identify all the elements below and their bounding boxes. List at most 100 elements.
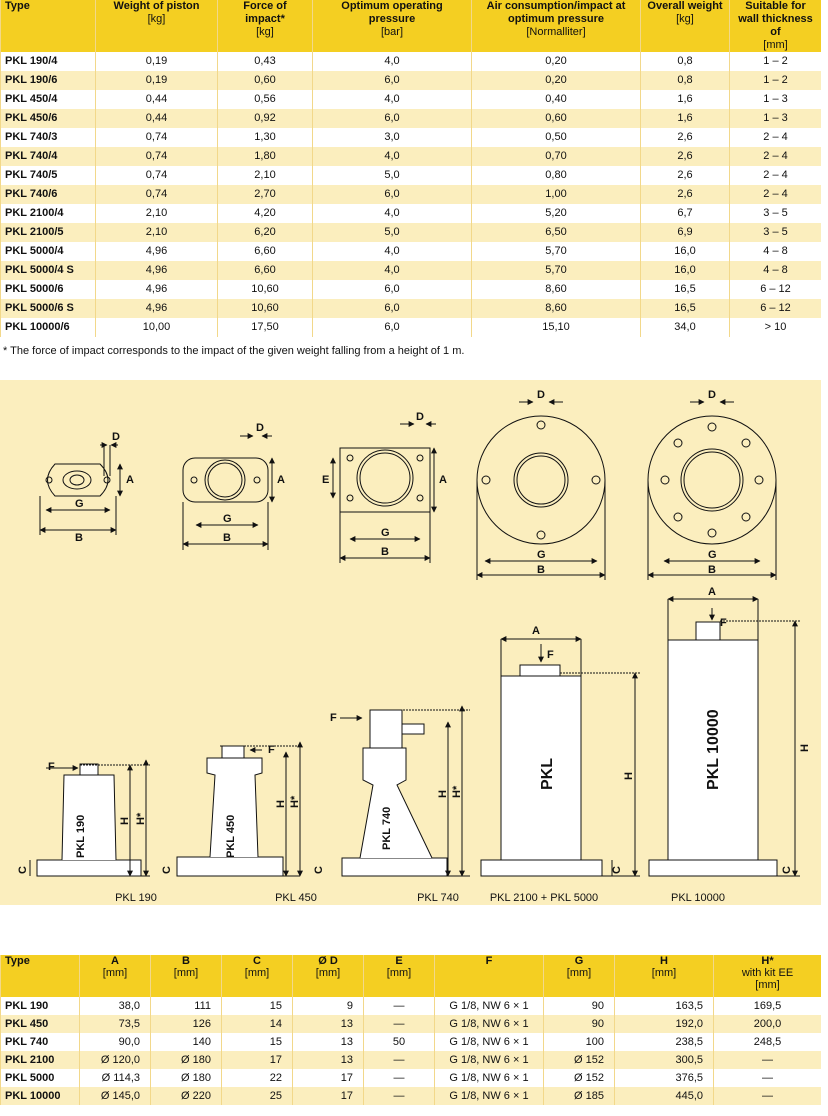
value-cell: 13 <box>292 1015 364 1033</box>
value-cell: 1 – 2 <box>729 71 821 90</box>
col-header-weight: Overall weight[kg] <box>640 0 730 52</box>
col-header-force: Force of impact*[kg] <box>217 0 313 52</box>
value-cell: 10,60 <box>217 299 313 318</box>
dim-G-10000: G <box>708 549 717 561</box>
dim-G-2100: G <box>537 549 546 561</box>
value-cell: 0,74 <box>95 128 218 147</box>
value-cell: 200,0 <box>713 1015 821 1033</box>
value-cell: 0,70 <box>471 147 641 166</box>
value-cell: 4,0 <box>312 90 472 109</box>
type-cell: PKL 740/6 <box>0 185 96 204</box>
value-cell: 1 – 3 <box>729 109 821 128</box>
col-header-B: B[mm] <box>150 955 222 997</box>
value-cell: 5,70 <box>471 242 641 261</box>
dim-H-2100: H <box>623 772 635 780</box>
value-cell: Ø 145,0 <box>79 1087 151 1105</box>
table-header-row: Type A[mm] B[mm] C[mm] Ø D[mm] E[mm] F G… <box>0 955 821 997</box>
value-cell: 6,20 <box>217 223 313 242</box>
caption-pkl740: PKL 740 <box>417 892 459 904</box>
body-text-190: PKL 190 <box>75 815 87 858</box>
caption-pkl450: PKL 450 <box>275 892 317 904</box>
value-cell: 10,60 <box>217 280 313 299</box>
col-header-A: A[mm] <box>79 955 151 997</box>
type-cell: PKL 190/4 <box>0 52 96 71</box>
value-cell: Ø 180 <box>150 1051 222 1069</box>
col-header-wall: Suitable for wall thickness of[mm] <box>729 0 821 52</box>
dim-B-2100: B <box>537 564 545 576</box>
body-text-2100: PKL <box>539 758 556 790</box>
dim-H-190: H <box>119 817 131 825</box>
body-text-450: PKL 450 <box>225 815 237 858</box>
dim-Hs-190: H* <box>135 812 147 825</box>
value-cell: 1,00 <box>471 185 641 204</box>
value-cell: G 1/8, NW 6 × 1 <box>434 1087 544 1105</box>
value-cell: G 1/8, NW 6 × 1 <box>434 1051 544 1069</box>
value-cell: 16,5 <box>640 299 730 318</box>
value-cell: 0,60 <box>217 71 313 90</box>
value-cell: 4,20 <box>217 204 313 223</box>
value-cell: 5,20 <box>471 204 641 223</box>
value-cell: 0,19 <box>95 52 218 71</box>
type-cell: PKL 740/3 <box>0 128 96 147</box>
value-cell: — <box>713 1069 821 1087</box>
type-cell: PKL 2100 <box>0 1051 80 1069</box>
pkl450-top-view <box>182 433 275 550</box>
value-cell: 8,60 <box>471 299 641 318</box>
type-cell: PKL 190/6 <box>0 71 96 90</box>
value-cell: 4,0 <box>312 204 472 223</box>
pkl10000-side-view <box>648 596 800 877</box>
value-cell: 8,60 <box>471 280 641 299</box>
type-cell: PKL 740 <box>0 1033 80 1051</box>
value-cell: 3 – 5 <box>729 223 821 242</box>
value-cell: 73,5 <box>79 1015 151 1033</box>
value-cell: 16,0 <box>640 242 730 261</box>
value-cell: 1 – 2 <box>729 52 821 71</box>
dim-G-740: G <box>381 527 390 539</box>
value-cell: 4,0 <box>312 52 472 71</box>
value-cell: 17 <box>292 1069 364 1087</box>
technical-data-table: Type Weight of piston[kg] Force of impac… <box>0 0 821 337</box>
type-cell: PKL 190 <box>0 997 80 1015</box>
value-cell: — <box>713 1051 821 1069</box>
value-cell: 3 – 5 <box>729 204 821 223</box>
value-cell: 0,40 <box>471 90 641 109</box>
value-cell: 445,0 <box>614 1087 714 1105</box>
dim-F-2100: F <box>547 649 554 661</box>
value-cell: 0,20 <box>471 52 641 71</box>
pkl10000-top-view <box>647 399 777 580</box>
value-cell: 17 <box>221 1051 293 1069</box>
col-header-E: E[mm] <box>363 955 435 997</box>
value-cell: 9 <box>292 997 364 1015</box>
value-cell: 2 – 4 <box>729 185 821 204</box>
dimensions-table: Type A[mm] B[mm] C[mm] Ø D[mm] E[mm] F G… <box>0 955 821 1105</box>
dim-Hs-450: H* <box>289 795 301 808</box>
value-cell: 15,10 <box>471 318 641 337</box>
pkl740-side-view <box>340 705 470 877</box>
value-cell: 0,56 <box>217 90 313 109</box>
value-cell: 163,5 <box>614 997 714 1015</box>
dim-C-10000: C <box>781 866 793 874</box>
col-header-Hs: H*with kit EE[mm] <box>713 955 821 997</box>
value-cell: 126 <box>150 1015 222 1033</box>
type-cell: PKL 450/6 <box>0 109 96 128</box>
type-cell: PKL 10000 <box>0 1087 80 1105</box>
dim-B-450: B <box>223 532 231 544</box>
value-cell: Ø 114,3 <box>79 1069 151 1087</box>
dim-D-2100: D <box>537 389 545 401</box>
value-cell: 100 <box>543 1033 615 1051</box>
value-cell: 4,0 <box>312 261 472 280</box>
dimension-drawing-panel: D A G B D A G B D A E G B D G B D G B F … <box>0 380 821 905</box>
dim-F-190: F <box>48 761 55 773</box>
value-cell: 0,20 <box>471 71 641 90</box>
type-cell: PKL 2100/5 <box>0 223 96 242</box>
value-cell: > 10 <box>729 318 821 337</box>
